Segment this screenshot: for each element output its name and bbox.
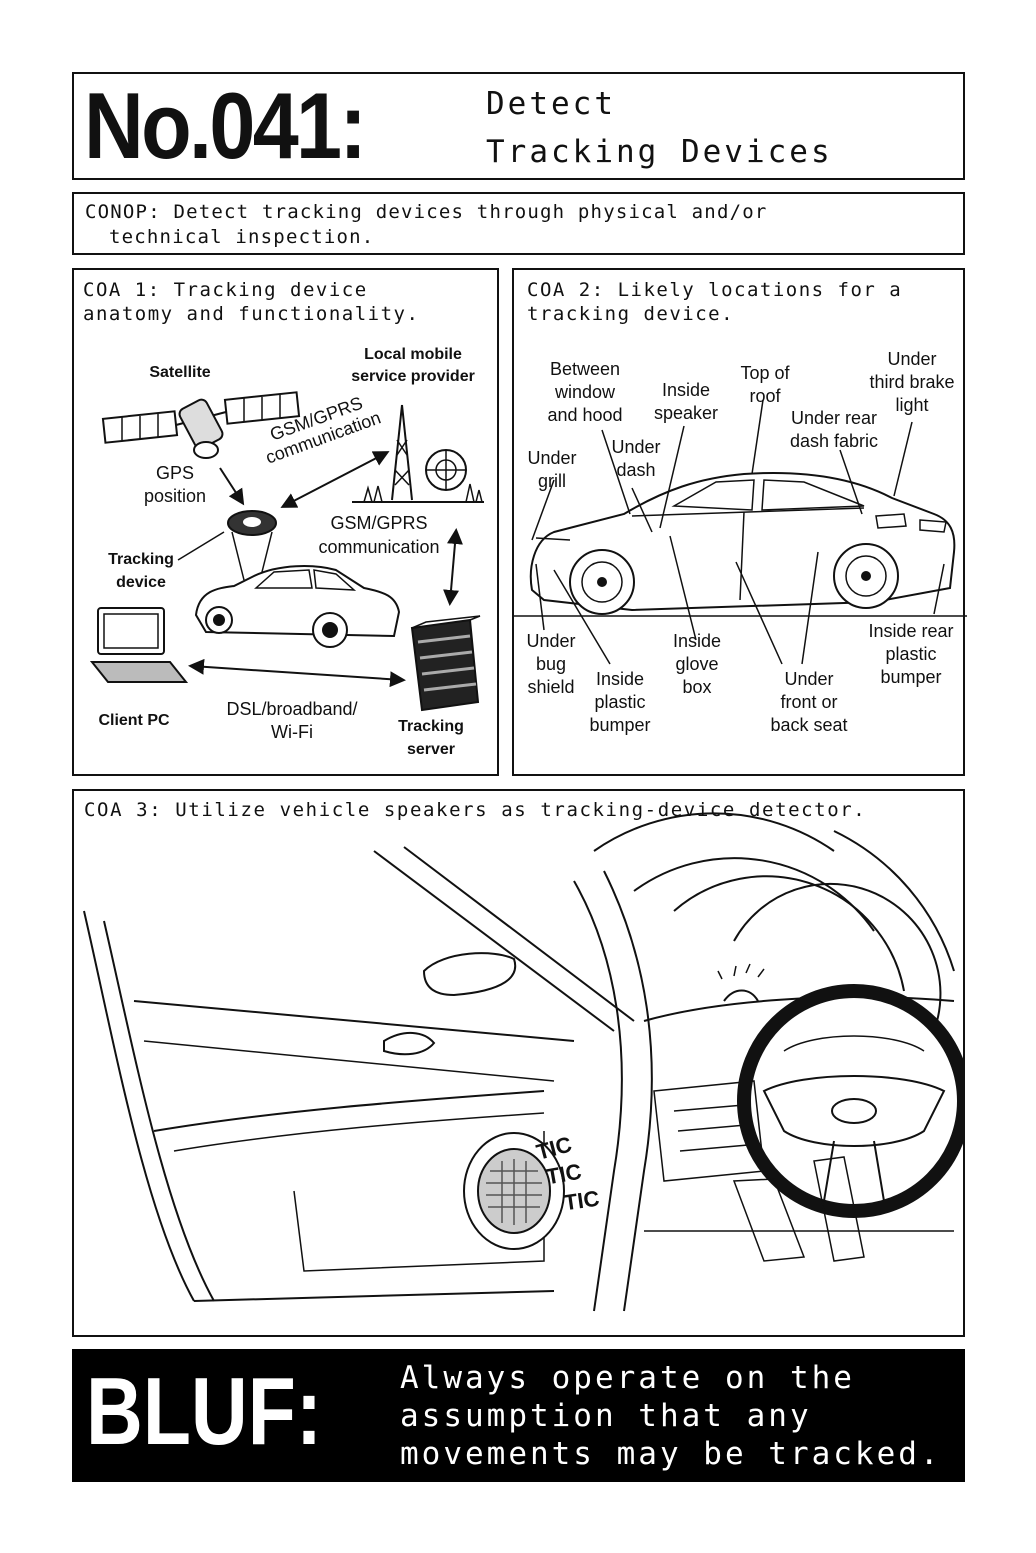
label-local-mobile-1: Local mobile xyxy=(364,346,462,363)
coa1-panel: COA 1: Tracking device anatomy and funct… xyxy=(72,268,499,776)
coa2-diagram xyxy=(514,399,967,665)
label-plastic-3: bumper xyxy=(589,715,651,735)
coa2-panel: COA 2: Likely locations for a tracking d… xyxy=(512,268,967,776)
coa2-heading-line2: tracking device. xyxy=(527,303,735,325)
label-client-pc: Client PC xyxy=(98,712,170,729)
label-plastic-1: Inside xyxy=(595,669,645,689)
label-grill-2: grill xyxy=(537,471,567,491)
sound-tic-3: TIC xyxy=(562,1185,601,1216)
gsm-arrow-server xyxy=(443,528,463,606)
coa1-heading-line2: anatomy and functionality. xyxy=(83,303,420,325)
label-rear-dash-2: dash fabric xyxy=(789,431,879,451)
conop-panel: CONOP: Detect tracking devices through p… xyxy=(72,192,965,255)
bluf-line1: Always operate on the xyxy=(400,1360,855,1396)
coa2-heading: COA 2: Likely locations for a tracking d… xyxy=(527,278,902,326)
server-icon xyxy=(410,615,481,712)
label-tracking-server-2: server xyxy=(406,741,456,758)
label-grill-1: Under xyxy=(527,448,577,468)
satellite-icon xyxy=(101,391,301,459)
label-under-dash-1: Under xyxy=(611,437,661,457)
coa2-heading-line1: COA 2: Likely locations for a xyxy=(527,279,903,301)
car-door-icon xyxy=(83,846,635,1302)
gsm-arrow-tower xyxy=(280,451,390,508)
label-rear-bumper-2: plastic xyxy=(885,644,937,664)
sedan-icon xyxy=(514,472,967,617)
label-inside-speaker-1: Inside xyxy=(661,380,711,400)
label-gps-2: position xyxy=(143,486,207,506)
label-rear-bumper-1: Inside rear xyxy=(868,621,954,641)
bluf-label: BLUF: xyxy=(86,1358,323,1465)
label-local-mobile-2: service provider xyxy=(351,368,475,385)
label-plastic-2: plastic xyxy=(594,692,646,712)
car-icon xyxy=(194,565,401,648)
page-title-line2: Tracking Devices xyxy=(486,134,833,170)
label-between-3: and hood xyxy=(547,405,623,425)
leader-lines xyxy=(531,399,945,665)
coa3-heading: COA 3: Utilize vehicle speakers as track… xyxy=(84,799,867,821)
label-third-brake-2: third brake xyxy=(869,372,955,392)
steering-wheel-icon xyxy=(737,984,963,1218)
label-satellite: Satellite xyxy=(149,364,211,381)
laptop-icon xyxy=(89,607,189,683)
label-top-roof-2: roof xyxy=(749,386,781,406)
coa1-diagram xyxy=(89,391,484,712)
gps-arrow xyxy=(219,467,245,506)
label-under-dash-2: dash xyxy=(616,460,656,480)
car-interior-illustration xyxy=(83,812,963,1312)
label-gsm2-1: GSM/GPRS xyxy=(330,513,428,533)
label-tracking-device-2: device xyxy=(116,574,166,591)
label-seat-2: front or xyxy=(780,692,838,712)
label-between-1: Between xyxy=(549,359,621,379)
coa3-panel: COA 3: Utilize vehicle speakers as track… xyxy=(72,789,965,1337)
coa1-heading-line1: COA 1: Tracking device xyxy=(83,279,368,301)
header-panel: No.041: Detect Tracking Devices xyxy=(72,72,965,180)
label-seat-1: Under xyxy=(784,669,834,689)
label-between-2: window xyxy=(554,382,616,402)
label-glove-1: Inside xyxy=(672,631,722,651)
label-rear-dash-1: Under rear xyxy=(790,408,878,428)
sound-effect: TIC TIC TIC xyxy=(534,1131,601,1216)
label-gps-1: GPS xyxy=(155,463,195,483)
bluf-panel: BLUF: Always operate on the assumption t… xyxy=(72,1349,965,1482)
page-title-line1: Detect xyxy=(486,86,616,122)
page-number: No.041: xyxy=(84,73,367,178)
label-bug-2: bug xyxy=(535,654,567,674)
door-speaker-icon xyxy=(463,1132,565,1250)
label-third-brake-3: light xyxy=(895,395,929,415)
label-gsm2-2: communication xyxy=(318,537,440,557)
conop-line2: technical inspection. xyxy=(109,226,375,248)
label-top-roof-1: Top of xyxy=(740,363,790,383)
label-glove-2: glove xyxy=(675,654,719,674)
bluf-text: Always operate on the assumption that an… xyxy=(400,1359,942,1473)
label-tracking-server-1: Tracking xyxy=(398,718,464,735)
coa1-heading: COA 1: Tracking device anatomy and funct… xyxy=(83,278,419,326)
label-rear-bumper-3: bumper xyxy=(880,667,942,687)
dsl-arrow xyxy=(188,658,406,688)
device-pointer xyxy=(177,531,225,561)
label-seat-3: back seat xyxy=(770,715,848,735)
label-dsl-1: DSL/broadband/ xyxy=(226,699,358,719)
label-bug-3: shield xyxy=(527,677,575,697)
bluf-line3: movements may be tracked. xyxy=(400,1436,942,1472)
label-bug-1: Under xyxy=(526,631,576,651)
label-tracking-device-1: Tracking xyxy=(108,551,174,568)
bluf-line2: assumption that any xyxy=(400,1398,812,1434)
label-glove-3: box xyxy=(682,677,712,697)
conop-line1: CONOP: Detect tracking devices through p… xyxy=(85,201,768,223)
label-inside-speaker-2: speaker xyxy=(653,403,719,423)
sound-waves-icon xyxy=(593,812,955,1032)
label-third-brake-1: Under xyxy=(887,349,937,369)
label-dsl-2: Wi-Fi xyxy=(271,722,313,742)
